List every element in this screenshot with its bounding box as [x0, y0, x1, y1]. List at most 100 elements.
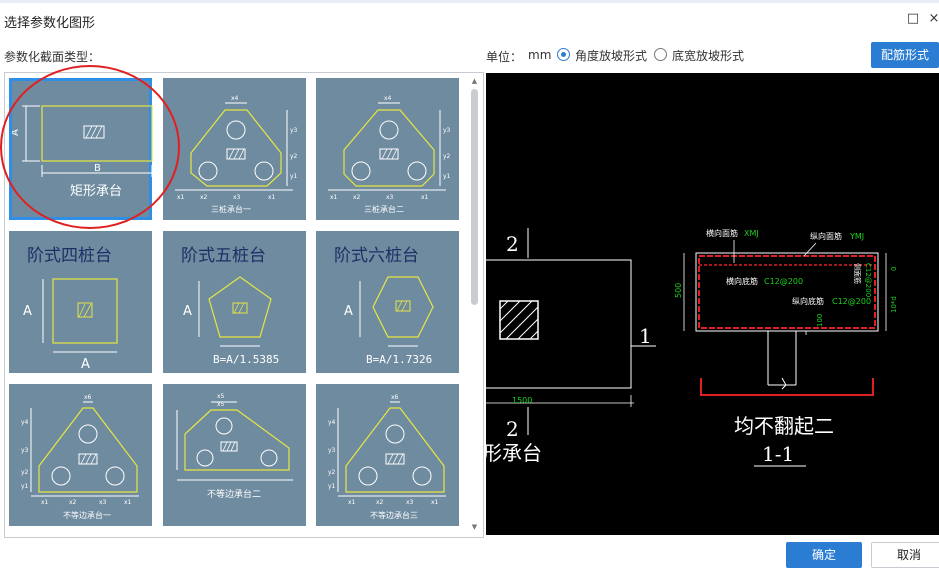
- unit-value: mm: [528, 48, 552, 62]
- window-title: 选择参数化图形: [4, 16, 96, 31]
- unequal-cap-3-dim: y1: [328, 483, 336, 490]
- tile-stepped-four-pile[interactable]: 阶式四桩台 A A: [9, 231, 152, 373]
- rebar-top-transverse: 横向面筋: [706, 228, 738, 238]
- stepped-six-pile-dim-b: B=A/1.7326: [366, 353, 432, 366]
- three-pile-1-dim: y3: [290, 127, 298, 134]
- unequal-cap-1-dim: x1: [124, 499, 132, 506]
- scroll-down-icon[interactable]: ▼: [471, 523, 478, 531]
- unequal-cap-3-dim: x6: [391, 394, 399, 401]
- title-bar: 选择参数化图形 □ ×: [0, 0, 939, 40]
- ok-button[interactable]: 确定: [786, 542, 862, 568]
- tile-rect-cap[interactable]: A B 矩形承台: [9, 78, 153, 220]
- unequal-cap-2-caption: 不等边承台二: [207, 488, 261, 500]
- stepped-five-pile-caption: 阶式五桩台: [181, 246, 266, 266]
- unequal-cap-1-dim: y4: [21, 419, 29, 426]
- unequal-cap-3-dim: x1: [431, 499, 439, 506]
- radio-bottom-width-slope[interactable]: [654, 48, 667, 61]
- unequal-cap-2-dim: x5: [217, 401, 225, 408]
- cad-preview: 2 2 1 1500 形承台 500 0 10*d 100 横向面筋 XMJ 纵…: [486, 73, 939, 535]
- tile-stepped-five-pile[interactable]: 阶式五桩台 A B=A/1.5385: [163, 231, 306, 373]
- three-pile-1-dim: x4: [231, 95, 239, 102]
- tile-unequal-cap-2[interactable]: x5 x5 不等边承台二: [163, 384, 306, 526]
- rebar-side-bar-code: C12@200: [864, 263, 872, 297]
- three-pile-1-dim: x1: [268, 194, 276, 201]
- radio-angle-slope[interactable]: [557, 48, 570, 61]
- three-pile-2-dim: y1: [443, 173, 451, 180]
- tile-unequal-cap-1[interactable]: x6 y4 y3 y2 y1 x1 x2 x3 x1 不等边承台一: [9, 384, 152, 526]
- stepped-four-pile-drawing: 阶式四桩台 A A: [23, 246, 118, 372]
- three-pile-2-dim: x2: [353, 194, 361, 201]
- rebar-side-bar: 侧面筋: [853, 263, 862, 284]
- section-note: 均不翻起二: [734, 414, 834, 438]
- section-type-label: 参数化截面类型：: [4, 50, 101, 64]
- three-pile-2-dim: y3: [443, 127, 451, 134]
- unequal-cap-3-dim: x3: [406, 499, 414, 506]
- three-pile-2-dim: x1: [330, 194, 338, 201]
- title-strip: [0, 0, 939, 3]
- unequal-cap-3-caption: 不等边承台三: [370, 510, 418, 520]
- unequal-cap-1-dim: x6: [84, 394, 92, 401]
- unequal-cap-1-dim: y3: [21, 447, 29, 454]
- three-pile-1-dim: x2: [200, 194, 208, 201]
- radio-angle-slope-label[interactable]: 角度放坡形式: [575, 49, 648, 63]
- tile-three-pile-1[interactable]: x4 y3 y2 y1 x1 x2 x3 x1 三桩承台一: [163, 78, 306, 220]
- maximize-icon[interactable]: □: [906, 11, 920, 26]
- stepped-five-pile-drawing: 阶式五桩台 A B=A/1.5385: [181, 246, 279, 366]
- unequal-cap-1-dim: x3: [99, 499, 107, 506]
- pile-embed-dim: 100: [816, 314, 824, 327]
- rebar-form-button[interactable]: 配筋形式: [871, 42, 939, 68]
- plan-caption: 形承台: [486, 441, 542, 465]
- stepped-six-pile-dim-a: A: [344, 304, 353, 319]
- rect-cap-drawing: A B 矩形承台: [12, 105, 153, 199]
- unequal-cap-2-dim: x5: [217, 393, 225, 400]
- rebar-bottom-longitudinal: 纵向底筋: [792, 296, 824, 306]
- radio-bottom-width-slope-label[interactable]: 底宽放坡形式: [672, 49, 745, 63]
- close-icon[interactable]: ×: [928, 11, 939, 26]
- three-pile-1-caption: 三桩承台一: [211, 204, 251, 214]
- unequal-cap-3-dim: y4: [328, 419, 336, 426]
- unequal-cap-1-dim: y2: [21, 469, 29, 476]
- unit-label: 单位：: [486, 50, 523, 64]
- cancel-button[interactable]: 取消: [871, 542, 939, 568]
- stepped-four-pile-caption: 阶式四桩台: [27, 246, 112, 266]
- rebar-bottom-transverse-code: C12@200: [764, 277, 803, 286]
- rebar-top-longitudinal-code: YMJ: [849, 232, 864, 241]
- three-pile-1-dim: y2: [290, 153, 298, 160]
- unequal-cap-3-drawing: x6 y4 y3 y2 y1 x1 x2 x3 x1 不等边承台三: [328, 394, 446, 520]
- gallery-scrollbar[interactable]: [471, 89, 478, 305]
- three-pile-1-dim: x1: [177, 194, 185, 201]
- unequal-cap-3-dim: x2: [376, 499, 384, 506]
- rect-cap-dim-a: A: [12, 129, 21, 136]
- tile-unequal-cap-3[interactable]: x6 y4 y3 y2 y1 x1 x2 x3 x1 不等边承台三: [316, 384, 459, 526]
- section-height-dim: 500: [674, 283, 683, 298]
- tile-stepped-six-pile[interactable]: 阶式六桩台 A B=A/1.7326: [316, 231, 459, 373]
- rect-cap-dim-b: B: [94, 163, 101, 174]
- section-title: 1-1: [762, 442, 794, 466]
- three-pile-2-caption: 三桩承台二: [364, 204, 404, 214]
- section-mark-top: 2: [506, 232, 519, 256]
- three-pile-2-dim: x1: [421, 194, 429, 201]
- unequal-cap-3-dim: y2: [328, 469, 336, 476]
- three-pile-1-drawing: x4 y3 y2 y1 x1 x2 x3 x1 三桩承台一: [175, 95, 298, 214]
- stepped-five-pile-dim-a: A: [183, 304, 192, 319]
- three-pile-2-drawing: x4 y3 y2 y1 x1 x2 x3 x1 三桩承台二: [328, 95, 451, 214]
- tile-three-pile-2[interactable]: x4 y3 y2 y1 x1 x2 x3 x1 三桩承台二: [316, 78, 459, 220]
- three-pile-1-dim: y1: [290, 173, 298, 180]
- stepped-four-pile-dim-b: A: [81, 357, 90, 372]
- stepped-six-pile-caption: 阶式六桩台: [334, 246, 419, 266]
- rebar-bottom-transverse: 横向底筋: [726, 276, 758, 286]
- width-dim: 1500: [512, 396, 532, 405]
- section-mark-side: 1: [639, 324, 652, 348]
- unequal-cap-2-drawing: x5 x5 不等边承台二: [176, 393, 293, 500]
- unequal-cap-1-dim: x2: [69, 499, 77, 506]
- three-pile-2-dim: y2: [443, 153, 451, 160]
- three-pile-2-dim: x3: [386, 194, 394, 201]
- unequal-cap-1-caption: 不等边承台一: [63, 510, 111, 520]
- scroll-up-icon[interactable]: ▲: [471, 77, 478, 85]
- rebar-top-longitudinal: 纵向面筋: [810, 231, 842, 241]
- stepped-four-pile-dim-a: A: [23, 304, 32, 319]
- section-bottom-cover-dim: 10*d: [890, 296, 898, 313]
- section-top-cover-dim: 0: [890, 267, 898, 271]
- rebar-bottom-longitudinal-code: C12@200: [832, 297, 871, 306]
- stepped-six-pile-drawing: 阶式六桩台 A B=A/1.7326: [334, 246, 434, 366]
